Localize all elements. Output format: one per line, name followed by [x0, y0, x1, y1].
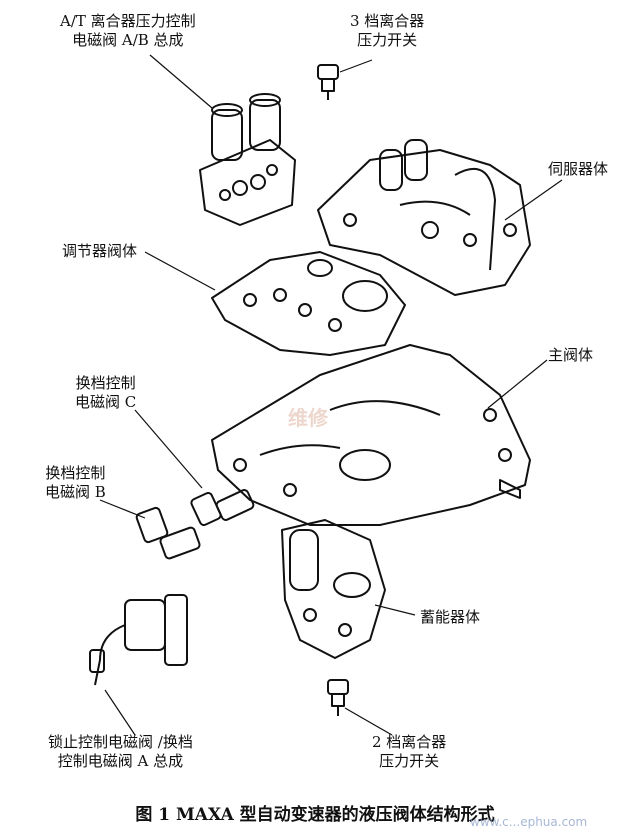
label-servo-body: 伺服器体	[548, 160, 608, 179]
label-line: 电磁阀 C	[75, 393, 137, 411]
label-at-solenoid: A/T 离合器压力控制 电磁阀 A/B 总成	[60, 12, 196, 50]
label-line: 换档控制	[75, 374, 136, 392]
label-accumulator-body: 蓄能器体	[420, 608, 480, 627]
third-clutch-switch	[317, 64, 339, 100]
label-main-body: 主阀体	[548, 346, 593, 365]
label-line: 压力开关	[379, 752, 440, 770]
label-line: 锁止控制电磁阀 /换档	[48, 733, 193, 751]
at-solenoid-assembly	[199, 93, 296, 226]
regulator-valve-body	[211, 251, 406, 356]
label-lockup-solenoid: 锁止控制电磁阀 /换档 控制电磁阀 A 总成	[48, 733, 193, 771]
label-line: 3 档离合器	[350, 12, 425, 30]
shift-solenoid-b	[135, 506, 201, 560]
label-second-clutch-switch: 2 档离合器 压力开关	[372, 733, 446, 771]
shift-solenoid-c	[190, 489, 255, 527]
leader-lines	[99, 54, 563, 736]
label-line: 主阀体	[548, 346, 594, 364]
label-line: 电磁阀 A/B 总成	[72, 31, 184, 49]
label-line: 调节器阀体	[62, 242, 138, 260]
main-valve-body	[211, 344, 531, 526]
label-regulator-body: 调节器阀体	[62, 242, 137, 261]
label-line: 电磁阀 B	[45, 483, 106, 501]
label-third-clutch-switch: 3 档离合器 压力开关	[350, 12, 424, 50]
label-line: 控制电磁阀 A 总成	[57, 752, 184, 770]
label-shift-solenoid-b: 换档控制 电磁阀 B	[45, 464, 106, 502]
label-shift-solenoid-c: 换档控制 电磁阀 C	[75, 374, 136, 412]
figure-caption: 图 1 MAXA 型自动变速器的液压阀体结构形式	[135, 805, 495, 825]
watermark-url: www.c...ephua.com	[470, 815, 588, 829]
label-line: 蓄能器体	[420, 608, 481, 626]
label-line: 换档控制	[45, 464, 106, 482]
servo-body	[317, 139, 531, 296]
label-line: 压力开关	[357, 31, 418, 49]
second-clutch-switch	[327, 679, 349, 716]
label-line: 2 档离合器	[372, 733, 447, 751]
lockup-solenoid-assembly	[89, 594, 188, 686]
label-line: 伺服器体	[548, 160, 609, 178]
watermark-logo: 维修	[288, 406, 328, 430]
accumulator-body	[281, 519, 386, 659]
label-line: A/T 离合器压力控制	[60, 12, 196, 30]
